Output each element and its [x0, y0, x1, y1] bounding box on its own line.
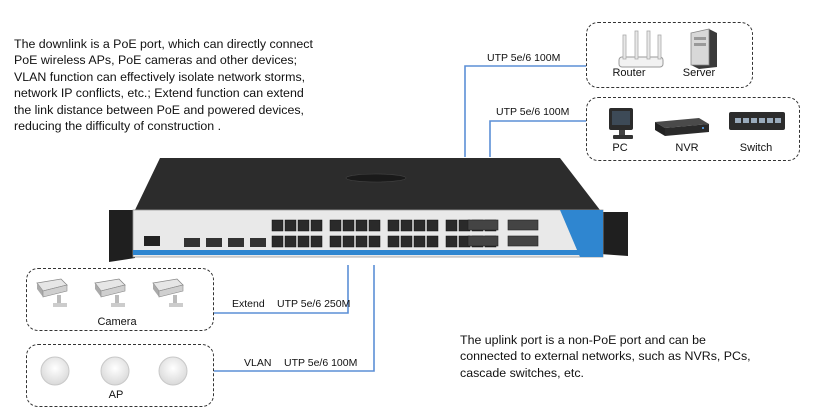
- rj45-port: [413, 235, 426, 248]
- router-icon: [618, 30, 664, 68]
- switch-vent: [345, 173, 407, 183]
- rj45-port: [426, 219, 439, 232]
- camera-link-mode-label: Extend: [232, 298, 265, 310]
- ap-link-label: UTP 5e/6 100M: [284, 357, 358, 369]
- rj45-port: [368, 235, 381, 248]
- pc-nvr-switch-link-line: [489, 120, 586, 157]
- ap-icon: [158, 356, 188, 386]
- rj45-port: [310, 235, 323, 248]
- router-server-link-line: [464, 65, 586, 157]
- rj45-port: [445, 219, 458, 232]
- camera-icon: [94, 278, 126, 307]
- switch-left-ear: [109, 210, 135, 262]
- nvr-label: NVR: [675, 142, 699, 154]
- console-port: [144, 236, 160, 246]
- rj45-port: [342, 235, 355, 248]
- rj45-port: [387, 235, 400, 248]
- server-label: Server: [682, 67, 716, 79]
- rj45-port: [413, 219, 426, 232]
- switch-device-label: Switch: [739, 142, 773, 154]
- rj45-port: [310, 219, 323, 232]
- left-ports: [184, 238, 266, 247]
- camera-icon: [36, 278, 68, 307]
- switch-top-face: [135, 158, 600, 210]
- pc-nvr-switch-group: PC NVR Switch: [586, 97, 800, 161]
- ap-icon: [100, 356, 130, 386]
- camera-label: Camera: [97, 316, 137, 328]
- rj45-port: [426, 235, 439, 248]
- camera-link-line: [214, 265, 349, 314]
- rj45-port: [284, 219, 297, 232]
- pc-icon: [609, 108, 633, 139]
- ap-link-mode-label: VLAN: [244, 357, 272, 369]
- sfp-ports: [467, 219, 539, 247]
- pc-label: PC: [612, 142, 628, 154]
- camera-icons: [36, 278, 184, 307]
- rj45-port: [271, 235, 284, 248]
- rj45-port: [271, 219, 284, 232]
- ap-icons: [40, 356, 188, 386]
- pc-nvr-switch-link-label: UTP 5e/6 100M: [496, 106, 570, 118]
- switch-blue-accent: [560, 210, 603, 257]
- rj45-port: [355, 235, 368, 248]
- router-label: Router: [612, 67, 646, 79]
- ap-label: AP: [108, 389, 124, 401]
- downlink-description: The downlink is a PoE port, which can di…: [14, 37, 313, 134]
- ap-link-line: [214, 265, 375, 372]
- ap-group: AP: [26, 344, 214, 407]
- rj45-port: [368, 219, 381, 232]
- rj45-port: [387, 219, 400, 232]
- switch-front-face: [132, 209, 604, 258]
- rj45-port: [355, 219, 368, 232]
- rj45-port: [400, 235, 413, 248]
- rj45-port: [445, 235, 458, 248]
- rj45-port: [329, 219, 342, 232]
- rj45-port: [297, 219, 310, 232]
- rj45-port: [329, 235, 342, 248]
- rj45-port-grid: [271, 219, 497, 248]
- router-server-link-label: UTP 5e/6 100M: [487, 52, 561, 64]
- ap-icon: [40, 356, 70, 386]
- rj45-port: [297, 235, 310, 248]
- router-server-group: Router Server: [586, 22, 753, 88]
- rj45-port: [400, 219, 413, 232]
- server-icon: [690, 28, 717, 69]
- camera-group: Camera: [26, 268, 214, 331]
- switch-right-ear: [600, 212, 628, 256]
- rj45-port: [284, 235, 297, 248]
- camera-link-label: UTP 5e/6 250M: [277, 298, 351, 310]
- switch-blue-stripe: [133, 250, 603, 255]
- rj45-port: [342, 219, 355, 232]
- nvr-icon: [655, 118, 709, 136]
- camera-icon: [152, 278, 184, 307]
- uplink-description: The uplink port is a non-PoE port and ca…: [460, 333, 751, 380]
- switch-device-icon: [729, 112, 785, 130]
